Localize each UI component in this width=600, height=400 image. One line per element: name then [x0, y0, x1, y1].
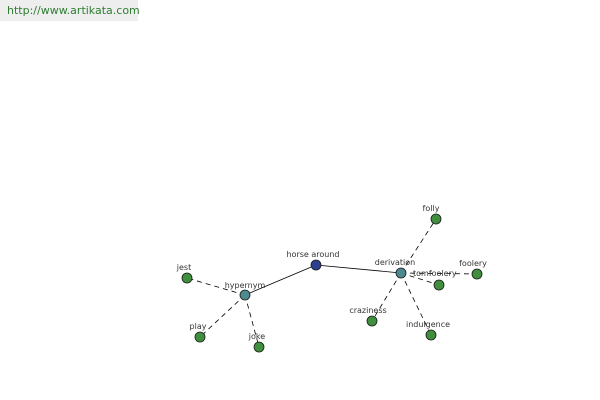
- label-play: play: [190, 322, 207, 331]
- label-tomfoolery: tomfoolery: [413, 269, 457, 278]
- label-foolery: foolery: [459, 259, 487, 268]
- edge-derivation-craziness: [371, 272, 402, 322]
- label-joke: joke: [248, 332, 265, 341]
- label-jest: jest: [176, 263, 191, 272]
- label-hypernym: hypernym: [225, 281, 266, 290]
- source-url-link[interactable]: http://www.artikata.com: [7, 4, 140, 17]
- node-play[interactable]: [194, 331, 206, 343]
- label-craziness: craziness: [349, 306, 386, 315]
- edge-derivation-tomfoolery: [400, 272, 440, 286]
- edge-derivation-indulgence: [400, 272, 432, 336]
- node-craziness[interactable]: [366, 315, 378, 327]
- edge-root-derivation: [315, 264, 402, 274]
- source-url-bar: http://www.artikata.com: [0, 0, 140, 21]
- edge-root-hypernym: [244, 264, 317, 296]
- edge-hypernym-play: [199, 294, 246, 338]
- label-derivation: derivation: [375, 258, 415, 267]
- label-root: horse around: [286, 250, 339, 259]
- node-derivation[interactable]: [395, 267, 407, 279]
- node-foolery[interactable]: [471, 268, 483, 280]
- label-folly: folly: [423, 204, 440, 213]
- edge-hypernym-jest: [186, 277, 246, 296]
- node-indulgence[interactable]: [425, 329, 437, 341]
- node-root[interactable]: [310, 259, 322, 271]
- node-jest[interactable]: [181, 272, 193, 284]
- label-indulgence: indulgence: [406, 320, 450, 329]
- node-hypernym[interactable]: [239, 289, 251, 301]
- node-folly[interactable]: [430, 213, 442, 225]
- edge-derivation-foolery: [400, 272, 478, 275]
- node-joke[interactable]: [253, 341, 265, 353]
- edge-derivation-folly: [400, 218, 437, 274]
- node-tomfoolery[interactable]: [433, 279, 445, 291]
